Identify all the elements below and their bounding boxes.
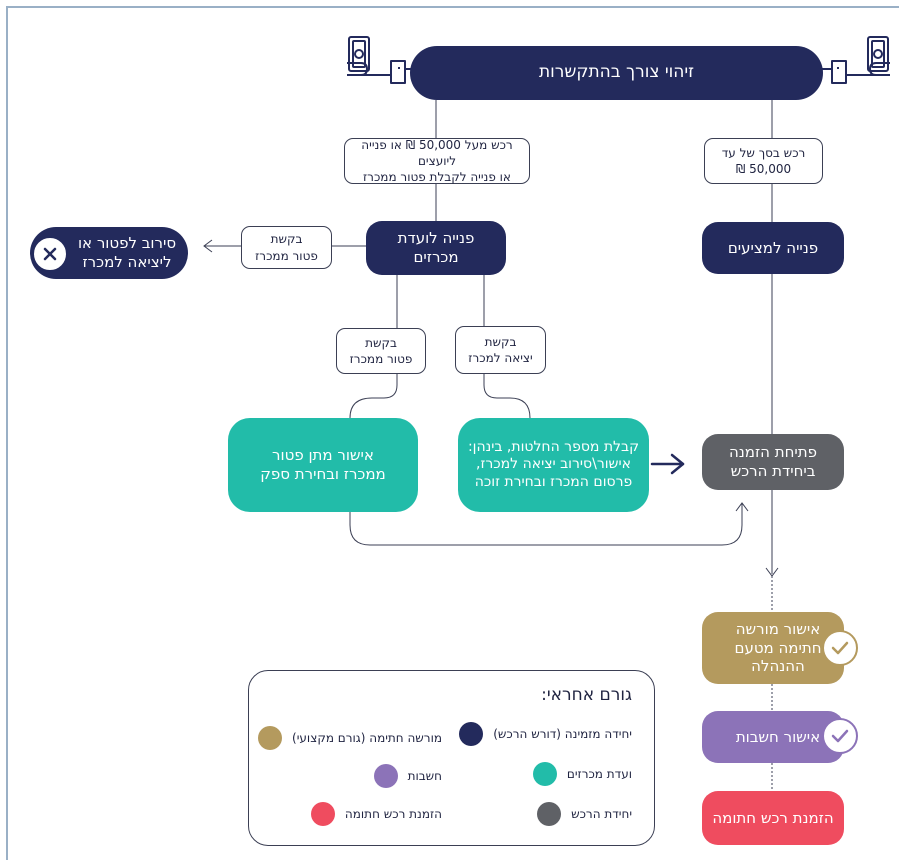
legend-item: יחידת הרכש <box>537 802 632 826</box>
label-over-50000: רכש מעל 50,000 ₪ או פנייה ליועצים או פני… <box>344 138 530 184</box>
legend-swatch <box>537 802 562 826</box>
hand-with-banknote-icon <box>347 36 415 84</box>
legend-item: יחידה מזמינה (דורש הרכש) <box>459 722 632 746</box>
legend-item: מורשה חתימה (גורם מקצועי) <box>258 726 442 750</box>
legend-label: מורשה חתימה (גורם מקצועי) <box>292 731 442 745</box>
legend-item: ועדת מכרזים <box>532 762 632 786</box>
connector-tender-decisions <box>483 374 531 419</box>
arrow-to-order <box>735 502 749 512</box>
frame-border-top <box>6 6 899 8</box>
legend-label: יחידת הרכש <box>571 807 632 821</box>
legend-item: הזמנת רכש חתומה <box>310 802 442 826</box>
legend-label: הזמנת רכש חתומה <box>344 807 442 821</box>
label-up-to-50000: רכש בסך של עד 50,000 ₪ <box>704 138 823 184</box>
legend-item: חשבות <box>373 764 442 788</box>
node-open-order: פתיחת הזמנה ביחידת הרכש <box>702 434 844 490</box>
legend-swatch <box>532 762 557 786</box>
arrow-decisions-order-head <box>670 453 685 475</box>
connector-approval-order <box>349 503 743 546</box>
x-icon <box>32 236 68 272</box>
node-signatory-approval: אישור מורשה חתימה מטעם ההנהלה <box>702 612 844 684</box>
legend: גורם אחראי: יחידה מזמינה (דורש הרכש) מור… <box>248 670 655 846</box>
legend-swatch <box>459 722 484 746</box>
arrow-to-refusal <box>203 239 213 253</box>
legend-swatch <box>310 802 335 826</box>
node-need-identification: זיהוי צורך בהתקשרות <box>410 46 823 100</box>
legend-title: גורם אחראי: <box>541 685 632 705</box>
node-exemption-approval: אישור מתן פטור ממכרז ובחירת ספק <box>228 418 418 512</box>
label-exemption-request: בקשת פטור ממכרז <box>336 328 426 374</box>
node-bidders-request: פנייה למציעים <box>702 222 844 274</box>
checkmark-icon <box>822 718 858 754</box>
checkmark-icon <box>822 630 858 666</box>
label-exemption-request-refusal: בקשת פטור ממכרז <box>241 226 332 269</box>
legend-label: ועדת מכרזים <box>566 767 632 781</box>
node-signed-order: הזמנת רכש חתומה <box>702 791 844 845</box>
node-decisions: קבלת מספר החלטות, בינהן: אישור\סירוב יצי… <box>458 418 649 512</box>
hand-with-banknote-icon <box>822 36 890 84</box>
frame-border-left <box>6 6 8 860</box>
node-accounting-approval: אישור חשבות <box>702 711 844 763</box>
legend-label: חשבות <box>407 769 442 783</box>
node-tender-committee: פנייה לועדת מכרזים <box>366 221 506 275</box>
legend-swatch <box>258 726 283 750</box>
legend-label: יחידה מזמינה (דורש הרכש) <box>493 727 632 741</box>
legend-swatch <box>373 764 398 788</box>
connector-exemption-approval <box>349 374 398 419</box>
label-tender-request: בקשת יציאה למכרז <box>455 326 546 374</box>
